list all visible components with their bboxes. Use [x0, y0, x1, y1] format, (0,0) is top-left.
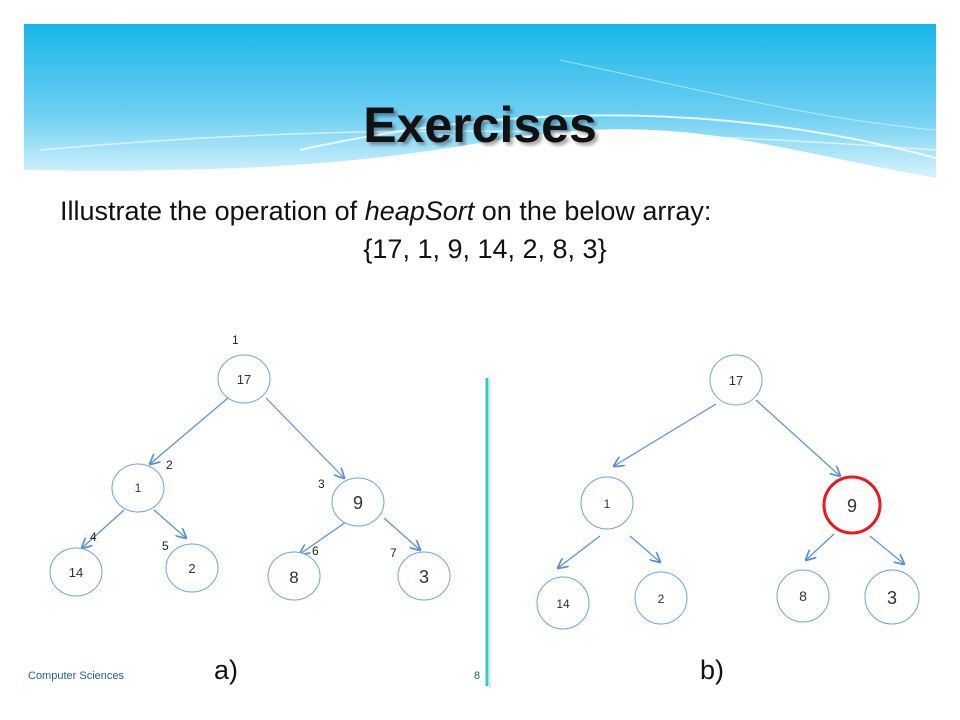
header-banner [24, 24, 937, 178]
tree-a-edges [82, 397, 420, 554]
node-b-1-value: 17 [729, 373, 743, 388]
edge-b-2-5 [629, 535, 660, 562]
node-b-3 [822, 475, 882, 535]
footer-text: Computer Sciences [28, 670, 124, 682]
panel-label-b: b) [700, 655, 725, 685]
node-a-7 [397, 551, 451, 601]
node-a-2-value: 1 [135, 481, 142, 495]
instruction-text: Illustrate the operation of heapSort on … [60, 196, 920, 227]
node-b-5 [634, 571, 688, 625]
node-b-5-value: 2 [658, 592, 665, 606]
index-a-2: 2 [166, 458, 173, 472]
node-a-6-value: 8 [289, 568, 298, 587]
node-b-4 [536, 576, 590, 630]
node-b-3-value: 9 [847, 496, 857, 516]
edge-a-1-3 [265, 397, 344, 478]
edge-a-2-5 [153, 509, 186, 538]
edge-b-1-2 [614, 403, 717, 466]
instruction-after: on the below array: [474, 196, 712, 226]
index-a-1: 1 [232, 333, 239, 347]
panel-label-a: a) [214, 655, 239, 685]
tree-a-indices: 1 2 3 4 5 6 7 [90, 333, 397, 560]
node-b-7-value: 3 [887, 588, 897, 608]
index-a-6: 6 [312, 544, 319, 558]
edge-a-3-7 [383, 517, 420, 550]
node-b-7 [864, 569, 920, 625]
edge-a-1-2 [150, 397, 229, 464]
slide-title: Exercises [363, 97, 597, 153]
tree-a-nodes [49, 354, 451, 601]
edge-b-3-6 [806, 533, 835, 560]
instruction-emphasis: heapSort [364, 196, 475, 226]
index-a-7: 7 [390, 546, 397, 560]
edge-b-2-4 [558, 535, 601, 568]
index-a-5: 5 [162, 539, 169, 553]
instruction-before: Illustrate the operation of [60, 196, 365, 226]
node-b-4-value: 14 [556, 597, 570, 611]
node-a-6 [267, 551, 321, 601]
node-a-5 [165, 543, 219, 593]
node-a-2 [111, 463, 165, 513]
edge-a-3-6 [300, 521, 347, 554]
node-a-1-value: 17 [237, 372, 251, 387]
node-a-1 [217, 354, 271, 404]
tree-b-values: 17 1 9 14 2 8 3 [556, 373, 897, 611]
tree-b-edges [558, 399, 904, 568]
node-a-3-value: 9 [353, 493, 363, 513]
tree-b-nodes [536, 354, 920, 630]
index-a-4: 4 [90, 530, 97, 544]
edge-b-1-3 [755, 399, 840, 476]
node-a-7-value: 3 [419, 567, 429, 587]
node-b-2 [580, 476, 634, 530]
edge-a-2-4 [82, 509, 125, 548]
page-number: 8 [474, 670, 481, 682]
node-a-4-value: 14 [69, 565, 83, 580]
node-a-3 [331, 477, 385, 527]
tree-a-values: 17 1 9 14 2 8 3 [69, 372, 429, 587]
node-a-4 [49, 547, 103, 597]
node-b-1 [709, 354, 763, 406]
index-a-3: 3 [318, 477, 325, 491]
edge-b-3-7 [869, 535, 904, 564]
node-b-6 [776, 569, 830, 623]
array-text: {17, 1, 9, 14, 2, 8, 3} [363, 234, 607, 264]
node-b-2-value: 1 [604, 497, 611, 511]
node-b-6-value: 8 [799, 588, 807, 604]
node-a-5-value: 2 [188, 561, 195, 576]
